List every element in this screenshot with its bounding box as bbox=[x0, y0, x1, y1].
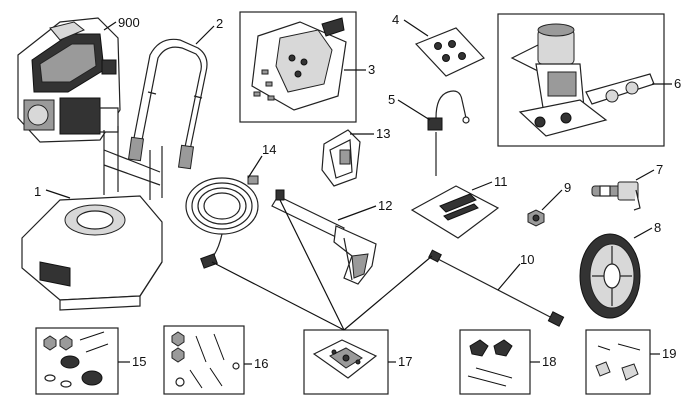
callout-4: 4 bbox=[392, 12, 399, 27]
callout-6: 6 bbox=[674, 76, 681, 91]
leader-9 bbox=[541, 189, 563, 211]
callout-9: 9 bbox=[564, 180, 571, 195]
leader-2 bbox=[195, 25, 215, 45]
leader-17-from-hose bbox=[211, 261, 345, 331]
pump-part bbox=[510, 23, 655, 137]
callout-17: 17 bbox=[398, 354, 412, 369]
frame-part bbox=[21, 126, 163, 311]
callout-12: 12 bbox=[378, 198, 392, 213]
leader-4 bbox=[403, 19, 429, 37]
hose-holder-part bbox=[321, 129, 361, 187]
leader-900 bbox=[103, 21, 117, 31]
leader-17-from-wand bbox=[343, 255, 433, 331]
leader-17-from-gun bbox=[279, 199, 345, 331]
callout-19: 19 bbox=[662, 346, 676, 361]
leader-11 bbox=[471, 181, 493, 191]
callout-7: 7 bbox=[656, 162, 663, 177]
handle-part bbox=[127, 38, 208, 170]
hardware-18-part bbox=[467, 339, 513, 387]
hardware-18-box bbox=[459, 329, 531, 395]
nut-part bbox=[527, 209, 545, 227]
nozzle-bag-part bbox=[410, 185, 500, 239]
callout-15: 15 bbox=[132, 354, 146, 369]
hardware-bag-4-part bbox=[414, 27, 485, 77]
callout-14: 14 bbox=[262, 142, 276, 157]
callout-3: 3 bbox=[368, 62, 375, 77]
hardware-15-part bbox=[43, 331, 109, 388]
callout-1: 1 bbox=[34, 184, 41, 199]
high-pressure-hose-part bbox=[185, 175, 259, 269]
hardware-19-part bbox=[595, 343, 641, 381]
hardware-19-box bbox=[585, 329, 651, 395]
callout-900: 900 bbox=[118, 15, 140, 30]
leader-10 bbox=[497, 263, 521, 291]
leader-12 bbox=[337, 205, 377, 221]
callout-2: 2 bbox=[216, 16, 223, 31]
axle-part bbox=[591, 181, 641, 211]
callout-16: 16 bbox=[254, 356, 268, 371]
callout-8: 8 bbox=[654, 220, 661, 235]
callout-13: 13 bbox=[376, 126, 390, 141]
chemical-hose-part bbox=[427, 90, 470, 176]
leader-8 bbox=[633, 227, 653, 239]
hardware-17-part bbox=[312, 339, 378, 379]
wheel-part bbox=[579, 233, 641, 319]
leader-5 bbox=[397, 99, 431, 121]
leader-1 bbox=[45, 189, 71, 199]
callout-11: 11 bbox=[494, 174, 508, 189]
callout-5: 5 bbox=[388, 92, 395, 107]
callout-10: 10 bbox=[520, 252, 534, 267]
extension-wand-part bbox=[428, 249, 565, 327]
leader-14 bbox=[247, 155, 263, 179]
leader-7 bbox=[635, 169, 655, 181]
engine-part bbox=[17, 17, 121, 143]
spray-gun-part bbox=[271, 189, 377, 285]
control-panel-part bbox=[251, 17, 347, 111]
hardware-16-part bbox=[171, 331, 240, 389]
callout-18: 18 bbox=[542, 354, 556, 369]
